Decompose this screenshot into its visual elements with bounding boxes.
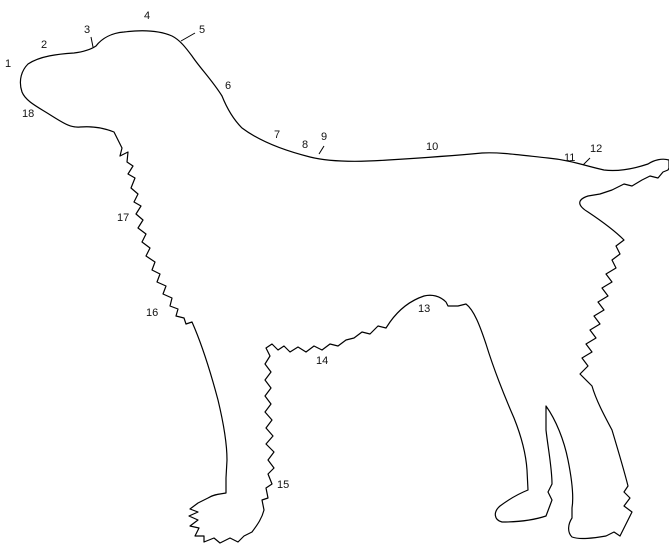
point-label-18: 18 [22,108,34,120]
point-label-6: 6 [225,80,231,92]
point-label-17: 17 [117,212,129,224]
dog-body-outline [20,31,669,543]
point-label-13: 13 [418,303,430,315]
point-label-3: 3 [84,24,90,36]
point-label-12: 12 [590,143,602,155]
point-label-7: 7 [274,129,280,141]
point-label-8: 8 [302,139,308,151]
point-label-14: 14 [316,355,328,367]
point-label-4: 4 [144,10,150,22]
leader-line-9 [319,146,324,154]
point-label-15: 15 [277,479,289,491]
point-label-5: 5 [199,24,205,36]
point-label-2: 2 [41,39,47,51]
leader-line-5 [181,33,195,41]
point-label-9: 9 [321,131,327,143]
point-label-11: 11 [564,152,575,164]
leader-line-12 [583,158,590,165]
point-label-1: 1 [5,58,11,70]
point-label-10: 10 [426,141,438,153]
leader-line-3 [91,37,93,47]
point-label-16: 16 [146,307,158,319]
